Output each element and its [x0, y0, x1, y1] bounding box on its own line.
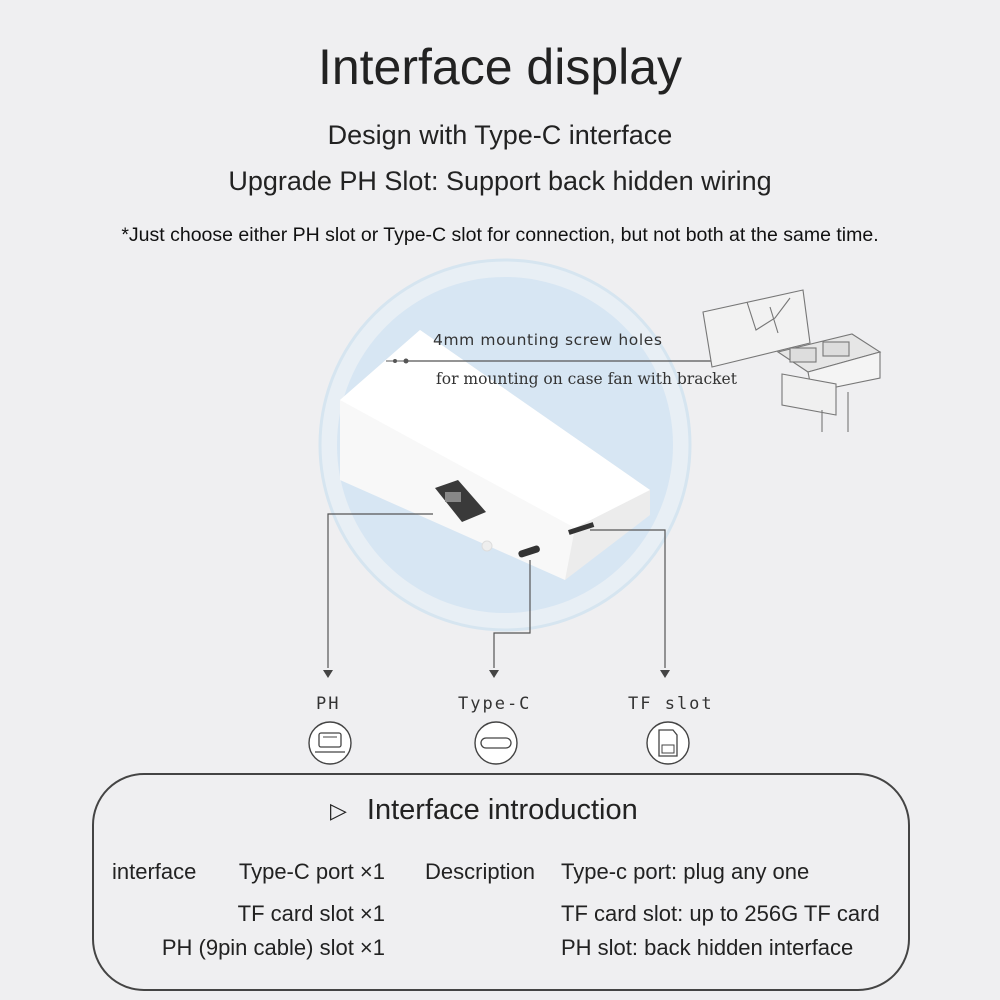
- description-type-c: Type-c port: plug any one: [561, 859, 810, 884]
- tf-port: [568, 522, 595, 535]
- tf-card-icon: [646, 721, 690, 765]
- page-title: Interface display: [317, 39, 683, 95]
- interface-item-ph: PH (9pin cable) slot ×1: [161, 935, 385, 960]
- interface-intro-panel: [92, 773, 910, 991]
- mount-hole-sublabel: for mounting on case fan with bracket: [436, 370, 737, 388]
- description-column-title: Description: [425, 859, 536, 884]
- bracket-sketch: [702, 289, 882, 432]
- port-label-tf-slot: TF slot: [628, 694, 714, 714]
- type-c-port: [518, 545, 540, 558]
- description-ph: PH slot: back hidden interface: [561, 935, 854, 960]
- mount-hole-label: 4mm mounting screw holes: [433, 331, 663, 349]
- ph-connector-icon: [308, 721, 352, 765]
- connection-note: *Just choose either PH slot or Type-C sl…: [121, 224, 879, 246]
- product-diagram: [308, 258, 882, 765]
- subtitle-type-c: Design with Type-C interface: [327, 120, 673, 150]
- description-tf: TF card slot: up to 256G TF card: [561, 901, 880, 926]
- interface-item-type-c: Type-C port ×1: [238, 859, 385, 884]
- play-triangle-icon: ▷: [330, 797, 347, 823]
- intro-heading: ▷ Interface introduction: [330, 794, 638, 827]
- type-c-icon: [474, 721, 518, 765]
- port-label-ph: PH: [316, 694, 341, 714]
- port-label-type-c: Type-C: [458, 694, 532, 714]
- intro-heading-text: Interface introduction: [366, 794, 638, 826]
- interface-column-title: interface: [112, 859, 197, 884]
- interface-item-tf: TF card slot ×1: [237, 901, 385, 926]
- ph-port: [435, 480, 486, 522]
- subtitle-ph-slot: Upgrade PH Slot: Support back hidden wir…: [228, 166, 772, 196]
